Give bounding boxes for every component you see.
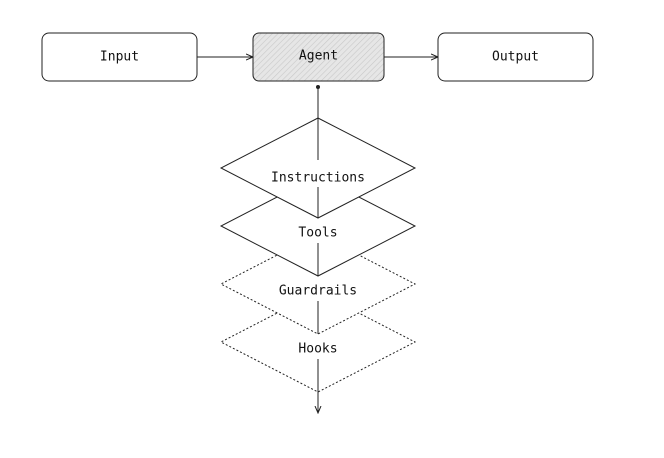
layer-guardrails-diamond: [219, 233, 417, 335]
output-node-label: Output: [492, 50, 539, 65]
layer-guardrails-label: Guardrails: [279, 284, 357, 299]
layer-guardrails: [219, 233, 417, 335]
agent-node-box: [252, 32, 385, 82]
layer-hooks: [219, 291, 417, 393]
layer-hooks-diamond: [219, 291, 417, 393]
agent-node: Agent: [252, 32, 385, 82]
input-node: Input: [41, 32, 198, 82]
agent-node-label: Agent: [299, 49, 338, 64]
input-node-box: [41, 32, 198, 82]
layer-labels: Instructions Tools Guardrails Hooks: [271, 171, 365, 357]
layer-instructions-label: Instructions: [271, 171, 365, 186]
layer-tools-label: Tools: [298, 226, 337, 241]
output-node: Output: [437, 32, 594, 82]
layer-hooks-label: Hooks: [298, 342, 337, 357]
input-node-label: Input: [100, 50, 139, 65]
output-node-box: [437, 32, 594, 82]
agent-anchor-dot: [316, 85, 320, 89]
